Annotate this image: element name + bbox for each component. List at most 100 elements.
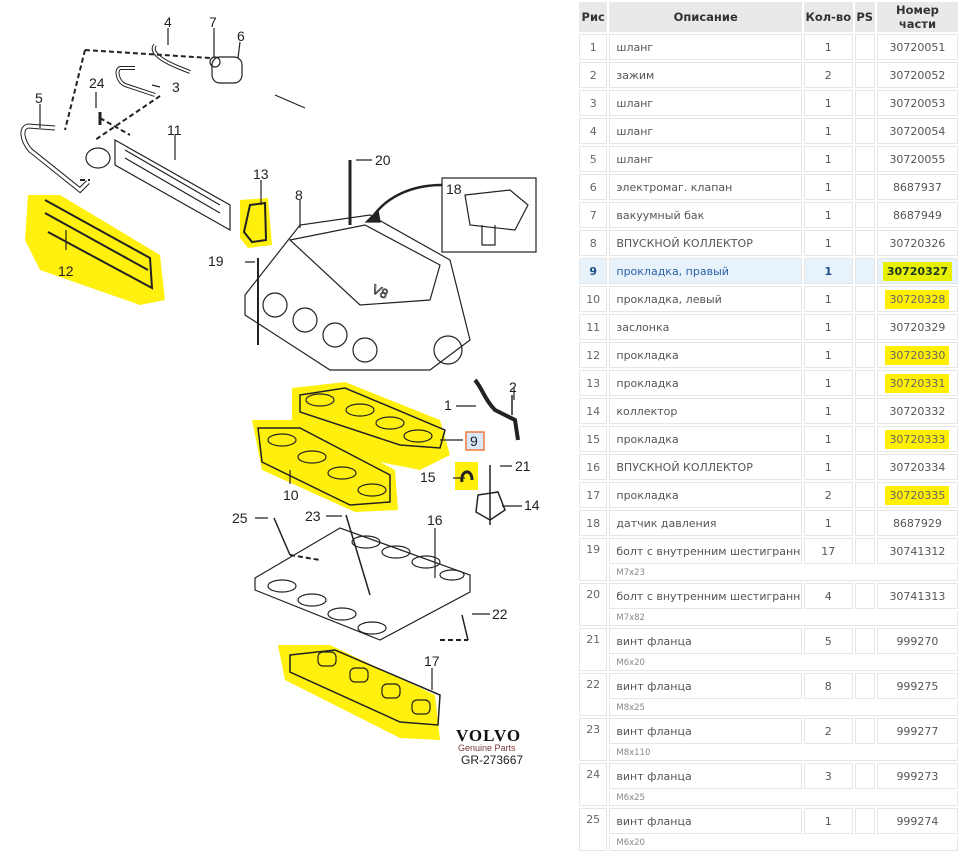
callout-2[interactable]: 2 bbox=[509, 379, 517, 395]
cell-description: шланг bbox=[609, 34, 802, 60]
header-ps[interactable]: PS bbox=[854, 2, 875, 32]
part-number[interactable]: 30720332 bbox=[889, 404, 946, 418]
callout-9[interactable]: 9 bbox=[470, 433, 478, 449]
part-number[interactable]: 30720054 bbox=[889, 124, 946, 138]
header-part-number[interactable]: Номер части bbox=[876, 2, 958, 32]
part-number[interactable]: 30720331 bbox=[885, 373, 950, 393]
part-number[interactable]: 30720329 bbox=[889, 320, 946, 334]
callout-18[interactable]: 18 bbox=[446, 181, 462, 197]
part-number[interactable]: 30720327 bbox=[882, 261, 953, 281]
gasket-17 bbox=[289, 649, 441, 726]
part-number[interactable]: 30720326 bbox=[889, 236, 946, 250]
part-number[interactable]: 30720052 bbox=[889, 68, 946, 82]
callout-12[interactable]: 12 bbox=[58, 263, 74, 279]
cell-ps bbox=[854, 718, 875, 744]
callout-1[interactable]: 1 bbox=[444, 397, 452, 413]
callout-13[interactable]: 13 bbox=[253, 166, 269, 182]
callout-22[interactable]: 22 bbox=[492, 606, 508, 622]
header-fig[interactable]: Рис bbox=[579, 2, 608, 32]
cell-description: заслонка bbox=[609, 314, 802, 340]
part-number[interactable]: 30720330 bbox=[885, 345, 950, 365]
header-description[interactable]: Описание bbox=[609, 2, 802, 32]
callout-10[interactable]: 10 bbox=[283, 487, 299, 503]
cell-description: болт с внутренним шестиграннико bbox=[609, 538, 802, 564]
part-number[interactable]: 8687929 bbox=[892, 516, 942, 530]
part-number[interactable]: 30720053 bbox=[889, 96, 946, 110]
sensor-box-18 bbox=[441, 177, 537, 253]
cell-qty: 1 bbox=[803, 90, 853, 116]
callout-24[interactable]: 24 bbox=[89, 75, 105, 91]
part-number[interactable]: 999270 bbox=[896, 634, 939, 648]
part-number[interactable]: 999277 bbox=[896, 724, 939, 738]
cell-fig: 3 bbox=[579, 90, 608, 116]
cell-fig: 5 bbox=[579, 146, 608, 172]
cell-fig: 25 bbox=[579, 808, 608, 851]
callout-21[interactable]: 21 bbox=[515, 458, 531, 474]
part-number[interactable]: 999274 bbox=[896, 814, 939, 828]
callout-3[interactable]: 3 bbox=[172, 79, 180, 95]
header-qty[interactable]: Кол-во bbox=[803, 2, 853, 32]
callout-4[interactable]: 4 bbox=[164, 14, 172, 30]
callout-6[interactable]: 6 bbox=[237, 28, 245, 44]
callout-7[interactable]: 7 bbox=[209, 14, 217, 30]
part-number[interactable]: 999275 bbox=[896, 679, 939, 693]
callout-20[interactable]: 20 bbox=[375, 152, 391, 168]
cell-part-number: 30720328 bbox=[876, 286, 958, 312]
callout-25[interactable]: 25 bbox=[232, 510, 248, 526]
cell-qty: 1 bbox=[803, 510, 853, 536]
part-number[interactable]: 30720335 bbox=[885, 485, 950, 505]
part-number[interactable]: 30720333 bbox=[885, 429, 950, 449]
gasket-12 bbox=[44, 199, 154, 290]
callout-14[interactable]: 14 bbox=[524, 497, 540, 513]
cell-qty: 2 bbox=[803, 482, 853, 508]
cell-part-number: 8687937 bbox=[876, 174, 958, 200]
callout-11[interactable]: 11 bbox=[167, 122, 182, 138]
part-number[interactable]: 30741313 bbox=[889, 589, 946, 603]
callout-17[interactable]: 17 bbox=[424, 653, 440, 669]
part-number[interactable]: 999273 bbox=[896, 769, 939, 783]
callout-5[interactable]: 5 bbox=[35, 90, 43, 106]
callout-23[interactable]: 23 bbox=[305, 508, 321, 524]
highlight-marks bbox=[25, 195, 478, 740]
cell-ps bbox=[854, 673, 875, 699]
selected-callout-box[interactable] bbox=[465, 431, 485, 451]
part-number[interactable]: 30741312 bbox=[889, 544, 946, 558]
callout-8[interactable]: 8 bbox=[295, 187, 303, 203]
part-number[interactable]: 30720328 bbox=[885, 289, 950, 309]
cell-description: прокладка bbox=[609, 426, 802, 452]
callout-19[interactable]: 19 bbox=[208, 253, 224, 269]
part-number[interactable]: 30720334 bbox=[889, 460, 946, 474]
part-number[interactable]: 30720051 bbox=[889, 40, 946, 54]
cell-note: M6x20 bbox=[609, 836, 958, 851]
part-number[interactable]: 30720055 bbox=[889, 152, 946, 166]
part-number[interactable]: 8687937 bbox=[892, 180, 942, 194]
callout-16[interactable]: 16 bbox=[427, 512, 443, 528]
callout-15[interactable]: 15 bbox=[420, 469, 436, 485]
part-number[interactable]: 8687949 bbox=[892, 208, 942, 222]
